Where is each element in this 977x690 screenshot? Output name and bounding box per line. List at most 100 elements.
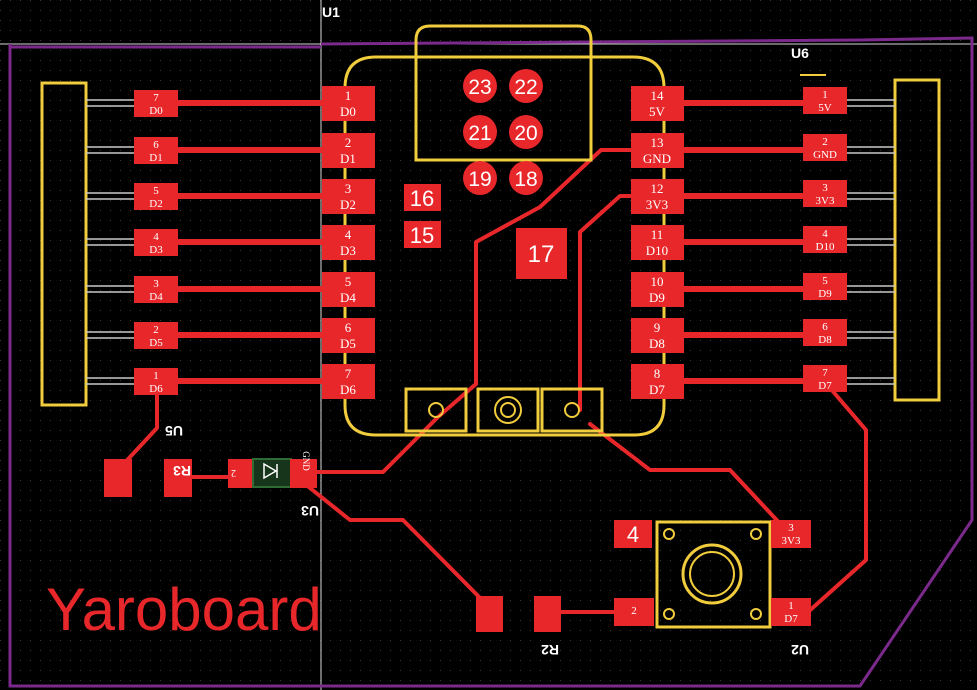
left-header-pin-stubs: [86, 99, 134, 385]
ref-u1: U1: [322, 4, 340, 20]
pin-label: D7: [818, 380, 832, 392]
pin-label: D1: [340, 151, 356, 166]
pin-number: 1: [345, 88, 352, 103]
pin-number: 7: [822, 367, 828, 379]
pin-number: 3: [788, 522, 794, 534]
right-header-pin: 4 D10: [803, 226, 847, 253]
pin-label: D1: [149, 152, 162, 164]
u1-pin: 10 D9: [631, 272, 684, 307]
pin-label: 3V3: [816, 195, 835, 207]
pin-label: D9: [818, 288, 832, 300]
pad-number: 15: [410, 223, 434, 248]
pin-label: D4: [149, 291, 163, 303]
pin-number: 5: [153, 185, 159, 197]
right-header-pin: 7 D7: [803, 365, 847, 392]
round-pad: 23: [463, 69, 497, 103]
pin-label: D10: [646, 243, 668, 258]
u5-pad-1: [104, 459, 132, 497]
left-header-pin: 6 D1: [134, 137, 178, 164]
u1-pin: 14 5V: [631, 86, 684, 121]
pin-number: 2: [345, 135, 352, 150]
square-pad-17: 17: [516, 228, 567, 279]
pad-number: 17: [528, 241, 555, 268]
pin-number: 6: [822, 321, 828, 333]
pin-number: 9: [654, 320, 661, 335]
right-header: 1 5V 2 GND 3 3V3 4 D10 5 D9 6 D8: [803, 87, 895, 392]
ref-r3: R3: [173, 463, 191, 479]
round-pads: 23 22 21 20 19 18: [463, 69, 543, 195]
right-header-pin: 2 GND: [803, 134, 847, 161]
square-pad-16: 16: [404, 184, 441, 211]
right-header-pin-stubs: [846, 99, 895, 385]
pin-label: D7: [784, 613, 798, 625]
pad-number: 21: [468, 122, 491, 145]
silkscreen: [40, 24, 941, 629]
pin-number: 4: [345, 227, 352, 242]
ref-u6: U6: [791, 45, 809, 61]
left-header-pin: 4 D3: [134, 229, 178, 256]
pin-label: D6: [340, 382, 356, 397]
ref-r2: R2: [541, 642, 559, 658]
pin-label: 3V3: [646, 197, 668, 212]
round-pad: 21: [463, 115, 497, 149]
left-header-pin: 1 D6: [134, 368, 178, 395]
u2-pad-3: 3 3V3: [771, 520, 811, 548]
u1-pin: 9 D8: [631, 318, 684, 353]
pin-number: 1: [153, 370, 159, 382]
pin-label: D9: [649, 290, 665, 305]
u1-pin: 5 D4: [322, 272, 375, 307]
ref-u3: U3: [301, 503, 319, 519]
square-pad-4: 4: [614, 520, 652, 548]
pin-number: 3: [153, 278, 159, 290]
round-pad: 20: [509, 115, 543, 149]
u1-pin: 4 D3: [322, 225, 375, 260]
pin-number: 2: [153, 324, 159, 336]
pad-number: 16: [410, 186, 434, 211]
u1-pin: 13 GND: [631, 133, 684, 168]
pin-label: 5V: [649, 104, 666, 119]
u2-pad-2: 2: [614, 598, 654, 626]
pin-label: D5: [149, 337, 163, 349]
pin-label: GND: [813, 149, 837, 161]
pin-label: D8: [818, 334, 832, 346]
pin-label: D7: [649, 382, 665, 397]
pin-number: 2: [631, 605, 637, 617]
pin-label: D8: [649, 336, 665, 351]
r2-pad-a: [476, 596, 503, 632]
r3-pad-1: [164, 459, 192, 497]
u1-left-pins: 1 D0 2 D1 3 D2 4 D3 5 D4 6 D5: [322, 86, 375, 399]
pin-number: 4: [153, 231, 159, 243]
pin-label: D10: [816, 241, 835, 253]
pin-label: D0: [340, 104, 356, 119]
pin-number: 12: [651, 181, 664, 196]
pin-number: 1: [788, 600, 794, 612]
round-pad: 22: [509, 69, 543, 103]
u1-pin: 3 D2: [322, 179, 375, 214]
pin-number: 1: [822, 89, 828, 101]
pin-label: GND: [301, 451, 311, 471]
pad-number: 20: [514, 122, 537, 145]
pin-label: 5V: [818, 102, 832, 114]
pin-label: D0: [149, 105, 163, 117]
pin-label: D3: [149, 244, 163, 256]
left-header-pin: 3 D4: [134, 276, 178, 303]
pin-number: 7: [345, 366, 352, 381]
pin-number: 4: [822, 228, 828, 240]
pin-number: 5: [345, 274, 352, 289]
pin-number: 10: [651, 274, 664, 289]
round-pad: 18: [509, 161, 543, 195]
pin-number: 2: [822, 136, 828, 148]
right-header-pin: 5 D9: [803, 273, 847, 300]
pin-number: 7: [153, 92, 159, 104]
pin-label: D2: [149, 198, 162, 210]
ref-u5: U5: [165, 423, 183, 439]
u3-diode: 2 GND: [228, 451, 317, 488]
u1-pin: 7 D6: [322, 364, 375, 399]
right-header-pin: 6 D8: [803, 319, 847, 346]
left-header-pin: 7 D0: [134, 90, 178, 117]
u1-pin: 6 D5: [322, 318, 375, 353]
r2-pad-b: [534, 596, 561, 632]
diode-symbol-icon: [263, 462, 278, 480]
u1-pin: 11 D10: [631, 225, 684, 260]
left-header-pin: 2 D5: [134, 322, 178, 349]
